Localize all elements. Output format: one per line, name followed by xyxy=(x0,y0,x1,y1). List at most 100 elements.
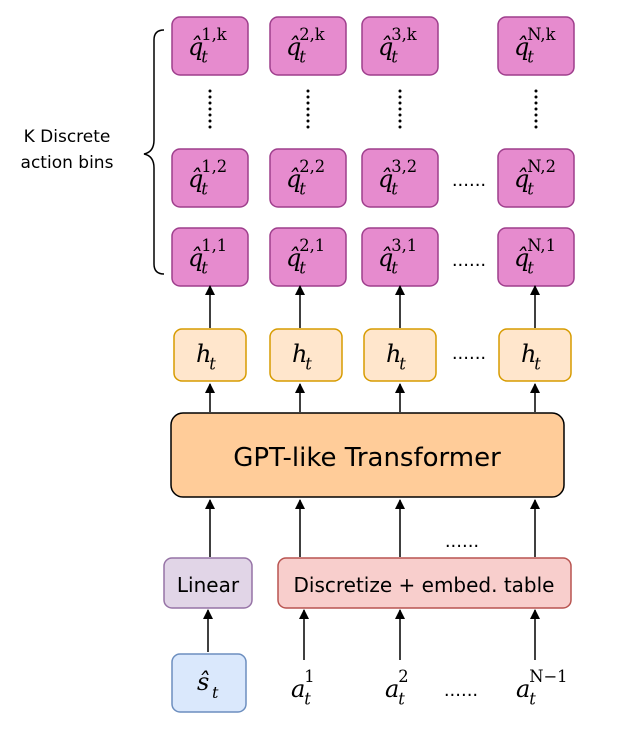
transformer-block xyxy=(170,412,565,498)
action-input-label: at2 xyxy=(385,667,409,709)
vertical-dot xyxy=(208,101,212,105)
q-bin-label: q̂t2,2 xyxy=(286,157,325,199)
q-bin-label: q̂t3,1 xyxy=(378,236,417,278)
vertical-dot xyxy=(398,95,402,99)
q-bin-label: q̂t2,k xyxy=(286,25,325,67)
svg-text:q̂tN,2: q̂tN,2 xyxy=(514,157,556,199)
svg-text:q̂t1,2: q̂t1,2 xyxy=(188,157,227,199)
arrows-into-transformer xyxy=(205,499,540,557)
vertical-dot xyxy=(398,113,402,117)
q-bin-label: q̂t2,1 xyxy=(286,236,325,278)
svg-text:q̂t2,1: q̂t2,1 xyxy=(286,236,325,278)
svg-text:q̂t3,1: q̂t3,1 xyxy=(378,236,417,278)
vertical-dot xyxy=(306,113,310,117)
q-bin-box xyxy=(171,148,249,208)
svg-text:at1: at1 xyxy=(291,667,315,709)
q-value-grid: q̂t1,k q̂t2,k q̂t3,k q̂tN,k q̂t1,2 q̂t2,2 q̂t3… xyxy=(171,16,575,287)
svg-text:ht: ht xyxy=(196,340,216,374)
vertical-dot xyxy=(534,125,538,129)
vertical-dot xyxy=(306,125,310,129)
vertical-dot xyxy=(208,125,212,129)
arrows-h-to-q xyxy=(205,285,540,328)
q-bin-box xyxy=(361,148,439,208)
linear-block xyxy=(163,557,253,609)
vertical-dot xyxy=(398,119,402,123)
svg-text:q̂t3,k: q̂t3,k xyxy=(378,25,417,67)
state-input-box xyxy=(171,653,247,713)
q-bin-label: q̂t3,2 xyxy=(378,157,417,199)
svg-text:ŝ: ŝ xyxy=(197,668,209,696)
vertical-dot xyxy=(306,101,310,105)
svg-text:q̂t2,2: q̂t2,2 xyxy=(286,157,325,199)
q-bin-box xyxy=(171,16,249,76)
q-bin-label: q̂t1,2 xyxy=(188,157,227,199)
hidden-state-row: ht ht ht ht xyxy=(173,328,572,382)
svg-text:at2: at2 xyxy=(385,667,409,709)
svg-text:atN−1: atN−1 xyxy=(516,667,568,709)
svg-text:ht: ht xyxy=(386,340,406,374)
svg-text:q̂t2,k: q̂t2,k xyxy=(286,25,325,67)
q-bin-box xyxy=(361,16,439,76)
vertical-dot xyxy=(208,89,212,93)
svg-text:q̂tN,k: q̂tN,k xyxy=(514,25,556,67)
state-input-label: ŝ t xyxy=(197,668,219,702)
arrows-transformer-to-h xyxy=(205,383,540,412)
hidden-state-label: ht xyxy=(386,340,406,374)
vertical-dot xyxy=(208,95,212,99)
hidden-state-box xyxy=(269,328,343,382)
svg-text:q̂t1,k: q̂t1,k xyxy=(188,25,227,67)
q-bin-label: q̂tN,k xyxy=(514,25,556,67)
brace-label-line1: K Discrete xyxy=(24,127,111,147)
hidden-state-box xyxy=(363,328,437,382)
vertical-dot xyxy=(398,101,402,105)
q-bin-label: q̂t3,k xyxy=(378,25,417,67)
ellipsis-q-row2: ...... xyxy=(452,170,486,191)
curly-brace xyxy=(143,29,165,275)
vertical-dot xyxy=(534,95,538,99)
action-inputs: at1 at2 atN−1 xyxy=(291,667,568,709)
svg-text:ht: ht xyxy=(521,340,541,374)
svg-text:q̂tN,1: q̂tN,1 xyxy=(514,236,556,278)
ellipsis-embedding-row: ...... xyxy=(445,531,479,552)
vertical-dot xyxy=(208,119,212,123)
svg-text:q̂t3,2: q̂t3,2 xyxy=(378,157,417,199)
q-bin-label: q̂tN,2 xyxy=(514,157,556,199)
q-bin-box xyxy=(269,148,347,208)
svg-text:t: t xyxy=(212,683,219,702)
hidden-state-label: ht xyxy=(292,340,312,374)
ellipsis-action-inputs: ...... xyxy=(444,680,478,701)
discretize-label: Discretize + embed. table xyxy=(294,573,555,597)
hidden-state-box xyxy=(498,328,572,382)
svg-text:q̂t1,1: q̂t1,1 xyxy=(188,236,227,278)
vertical-dot xyxy=(306,89,310,93)
vertical-dot xyxy=(398,125,402,129)
q-bin-box xyxy=(497,148,575,208)
action-input-label: at1 xyxy=(291,667,315,709)
arrows-inputs xyxy=(203,609,540,660)
vertical-dot xyxy=(534,89,538,93)
hidden-state-box xyxy=(173,328,247,382)
vertical-dot xyxy=(534,119,538,123)
action-input-label: atN−1 xyxy=(516,667,568,709)
q-bin-box xyxy=(269,16,347,76)
svg-text:ht: ht xyxy=(292,340,312,374)
vertical-dot xyxy=(534,101,538,105)
vertical-dot xyxy=(306,119,310,123)
vertical-dot xyxy=(398,107,402,111)
q-bin-label: q̂tN,1 xyxy=(514,236,556,278)
ellipsis-q-row1: ...... xyxy=(452,250,486,271)
vertical-dot xyxy=(534,113,538,117)
discretize-block xyxy=(277,557,572,609)
q-bin-label: q̂t1,1 xyxy=(188,236,227,278)
vertical-ellipsis-group xyxy=(208,89,538,129)
ellipsis-h-row: ...... xyxy=(452,343,486,364)
vertical-dot xyxy=(306,107,310,111)
transformer-label: GPT-like Transformer xyxy=(233,443,501,473)
vertical-dot xyxy=(208,113,212,117)
hidden-state-label: ht xyxy=(521,340,541,374)
q-bin-label: q̂t1,k xyxy=(188,25,227,67)
q-bin-box xyxy=(269,227,347,287)
vertical-dot xyxy=(534,107,538,111)
